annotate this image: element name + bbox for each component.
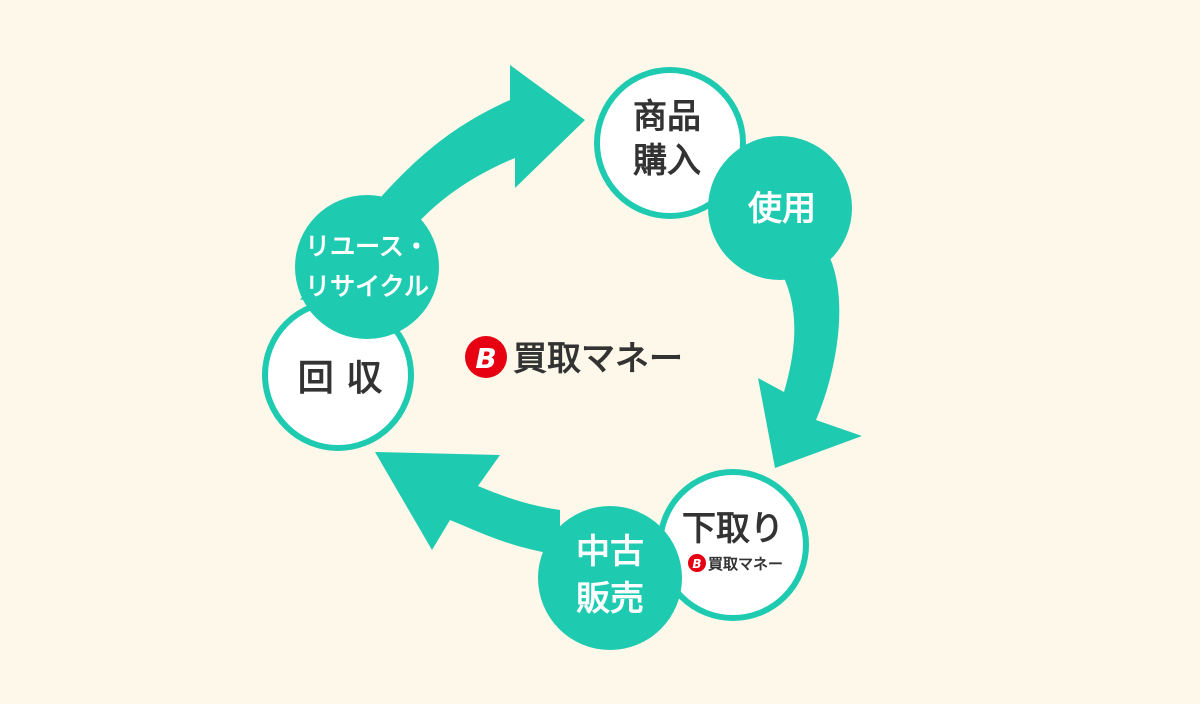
node-used-sale: 中古 販売 (538, 506, 682, 650)
collection-label: 回 収 (298, 358, 383, 399)
reuse-label-line1: リユース・ (305, 232, 429, 261)
node-reuse-recycle: リユース・ リサイクル (295, 195, 439, 339)
node-trade-in: 下取り B 買取マネー (657, 469, 809, 621)
purchase-label-line1: 商品 (633, 97, 701, 137)
node-purchase: 商品 購入 (594, 67, 746, 219)
used-sale-label-line2: 販売 (576, 579, 644, 619)
node-use: 使用 (708, 136, 852, 280)
center-logo-text: 買取マネー (513, 339, 683, 379)
use-label: 使用 (747, 189, 816, 229)
used-sale-label-line1: 中古 (576, 532, 644, 572)
trade-in-logo-text: 買取マネー (708, 555, 783, 573)
center-logo: B 買取マネー (465, 336, 683, 379)
b-logo-letter: B (692, 557, 701, 571)
arrow-to-collection (375, 452, 560, 555)
b-logo-icon (465, 336, 507, 378)
purchase-label-line2: 購入 (633, 141, 701, 181)
reuse-label-line2: リサイクル (305, 272, 429, 301)
b-logo-icon (688, 554, 706, 572)
center-logo-letter: B (475, 342, 496, 375)
trade-in-label: 下取り (682, 509, 784, 549)
arrow-to-trade-in (758, 240, 862, 468)
trade-in-logo: B 買取マネー (688, 554, 783, 573)
